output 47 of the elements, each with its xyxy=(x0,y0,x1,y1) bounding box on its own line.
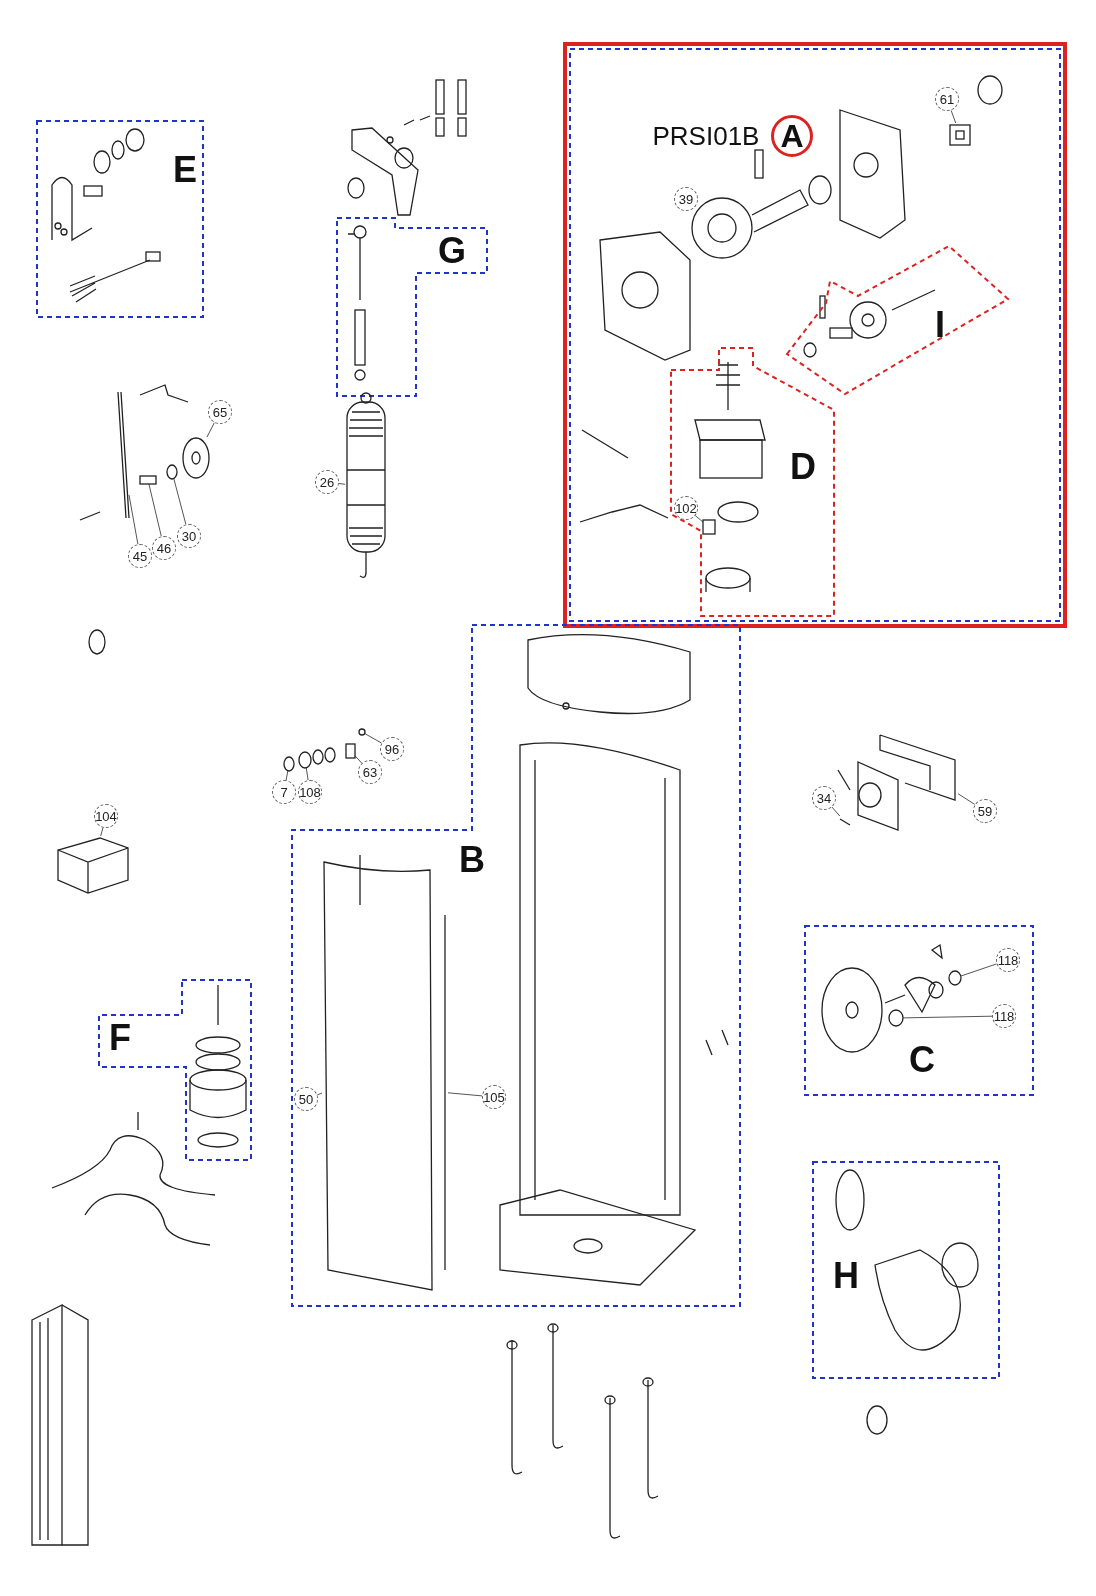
callout-number: 65 xyxy=(208,400,232,424)
leader-line xyxy=(957,793,976,805)
group-letter: H xyxy=(833,1258,859,1294)
callout-number: 104 xyxy=(94,804,118,828)
callout-number: 7 xyxy=(272,780,296,804)
callout-number: 46 xyxy=(152,536,176,560)
leader-line xyxy=(354,755,363,764)
callout-number: 34 xyxy=(812,786,836,810)
group-letter: F xyxy=(109,1020,131,1056)
callout-number: 30 xyxy=(177,524,201,548)
leader-line xyxy=(950,109,957,124)
callout-number: 59 xyxy=(973,799,997,823)
group-letter: C xyxy=(909,1042,935,1078)
callout-number: 118 xyxy=(996,948,1020,972)
leader-line xyxy=(694,515,704,523)
leader-line xyxy=(148,483,162,537)
callout-number: 39 xyxy=(674,187,698,211)
leader-line xyxy=(206,422,215,438)
callout-number: 96 xyxy=(380,737,404,761)
leader-line xyxy=(285,770,289,781)
callout-number: 26 xyxy=(315,470,339,494)
group-letter: B xyxy=(459,842,485,878)
leader-line xyxy=(447,1092,483,1097)
callout-number: 118 xyxy=(992,1004,1016,1028)
callout-number: 45 xyxy=(128,544,152,568)
group-letter: A xyxy=(771,115,813,157)
leader-line xyxy=(338,483,346,485)
callout-number: 102 xyxy=(674,496,698,520)
group-letter: G xyxy=(438,233,466,269)
callout-number: 105 xyxy=(482,1085,506,1109)
callout-number: 63 xyxy=(358,760,382,784)
leader-line xyxy=(100,827,104,837)
leader-line xyxy=(316,1092,323,1096)
group-letter: E xyxy=(173,152,197,188)
callout-number: 61 xyxy=(935,87,959,111)
leader-line xyxy=(173,478,187,525)
leader-line xyxy=(364,733,383,744)
leader-line xyxy=(128,494,139,545)
leader-line xyxy=(960,963,998,977)
callout-number: 108 xyxy=(298,780,322,804)
leader-line xyxy=(305,767,309,781)
callout-number: 50 xyxy=(294,1087,318,1111)
leader-line xyxy=(831,806,841,817)
leader-line xyxy=(902,1015,993,1019)
group-letter: I xyxy=(935,307,945,343)
part-code: PRSI01B xyxy=(652,121,760,151)
group-letter: D xyxy=(790,449,816,485)
